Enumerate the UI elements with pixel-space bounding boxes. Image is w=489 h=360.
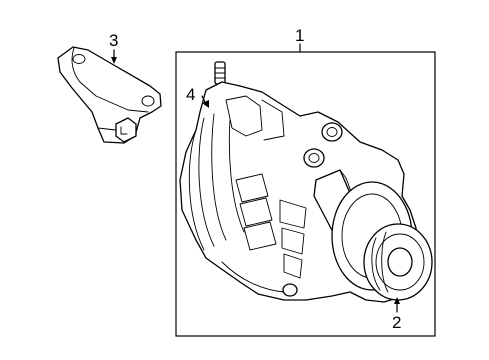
alternator — [179, 61, 433, 303]
arrow-3 — [111, 57, 117, 64]
callout-4: 4 — [186, 85, 196, 104]
arrow-4 — [202, 100, 209, 108]
mounting-bracket — [57, 46, 162, 144]
callout-2: 2 — [392, 313, 402, 332]
assembly-frame — [175, 51, 436, 337]
arrow-2 — [394, 297, 400, 304]
callout-1: 1 — [295, 26, 305, 45]
callout-3: 3 — [109, 31, 119, 50]
